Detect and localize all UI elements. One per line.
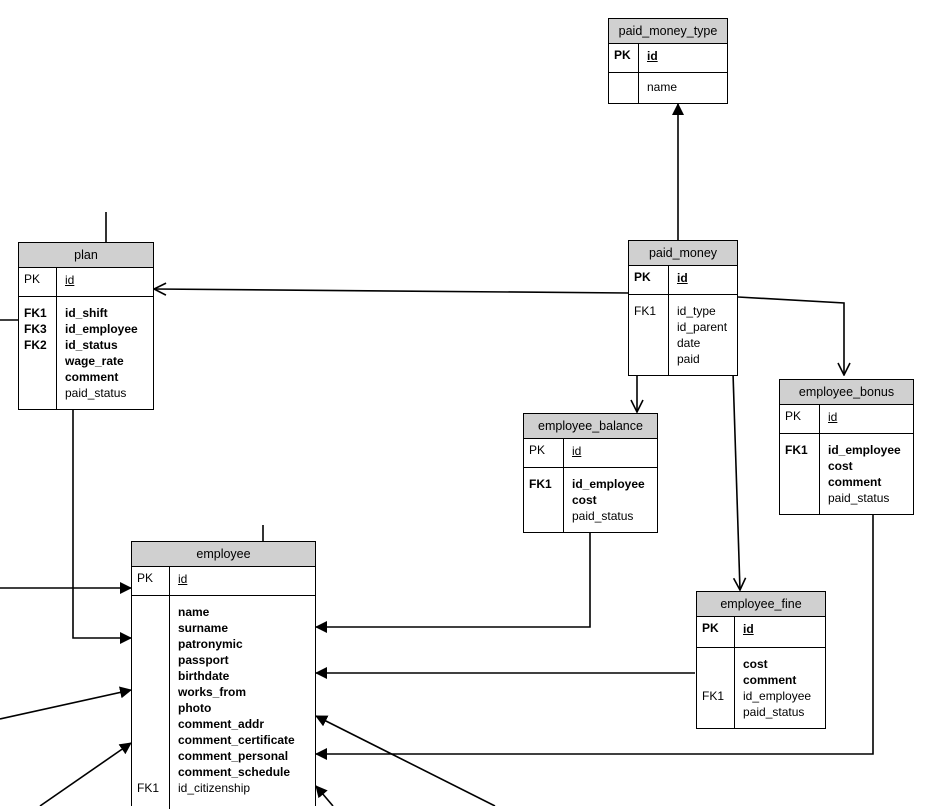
pk-label: PK bbox=[629, 266, 669, 294]
field-id-employee: id_employee bbox=[743, 689, 812, 703]
field-patronymic: patronymic bbox=[178, 637, 243, 651]
field-comment-certificate: comment_certificate bbox=[178, 733, 295, 747]
entity-employee-bonus[interactable]: employee_bonus PK id FK1 id_employee cos… bbox=[779, 379, 914, 515]
field-paid-status: paid_status bbox=[572, 509, 634, 523]
field-id-status: id_status bbox=[65, 338, 118, 352]
fk-label: FK1 bbox=[529, 477, 552, 491]
left-to-employee-edge-2 bbox=[39, 742, 132, 806]
entity-plan[interactable]: plan PK id FK1 FK3 FK2 id_shift id_emplo… bbox=[18, 242, 154, 410]
paid-money-to-bonus-edge bbox=[737, 296, 844, 375]
entity-title: employee_fine bbox=[697, 592, 825, 617]
right-to-employee-edge-2 bbox=[315, 785, 334, 806]
field-id-parent: id_parent bbox=[677, 320, 728, 334]
field-id-citizenship: id_citizenship bbox=[178, 781, 251, 795]
pk-label: PK bbox=[19, 268, 57, 296]
field-cost: cost bbox=[828, 459, 853, 473]
entity-paid-money-type[interactable]: paid_money_type PK id name bbox=[608, 18, 728, 104]
field-works-from: works_from bbox=[178, 685, 247, 699]
paid-money-to-fine-edge bbox=[732, 372, 740, 590]
bonus-to-employee-edge bbox=[315, 512, 874, 760]
field-comment-personal: comment_personal bbox=[178, 749, 289, 763]
fk-label: FK1 bbox=[24, 306, 47, 320]
pk-field: id bbox=[178, 572, 188, 586]
field-date: date bbox=[677, 336, 701, 350]
left-to-employee-edge-1 bbox=[0, 686, 132, 720]
field-id-employee: id_employee bbox=[65, 322, 138, 336]
fk-label: FK1 bbox=[785, 443, 808, 457]
fk-label: FK1 bbox=[137, 781, 160, 795]
fk-label: FK1 bbox=[702, 689, 725, 703]
field-paid-status: paid_status bbox=[65, 386, 127, 400]
fk-label: FK1 bbox=[634, 304, 657, 318]
entity-title: employee_bonus bbox=[780, 380, 913, 405]
field-name: name bbox=[178, 605, 210, 619]
field-comment-addr: comment_addr bbox=[178, 717, 265, 731]
field-comment: comment bbox=[65, 370, 119, 384]
pk-label: PK bbox=[132, 567, 170, 595]
pk-field: id bbox=[65, 273, 75, 287]
entity-title: paid_money_type bbox=[609, 19, 727, 44]
entity-title: employee_balance bbox=[524, 414, 657, 439]
field-wage-rate: wage_rate bbox=[65, 354, 124, 368]
entity-title: employee bbox=[132, 542, 315, 567]
field-birthdate: birthdate bbox=[178, 669, 230, 683]
field-surname: surname bbox=[178, 621, 229, 635]
field-comment-schedule: comment_schedule bbox=[178, 765, 291, 779]
pk-field: id bbox=[743, 622, 754, 636]
pk-field: id bbox=[677, 271, 688, 285]
balance-to-employee-edge bbox=[315, 531, 591, 633]
field-cost: cost bbox=[572, 493, 597, 507]
entity-paid-money[interactable]: paid_money PK id FK1 id_type id_parent d… bbox=[628, 240, 738, 376]
fk-label: FK3 bbox=[24, 322, 47, 336]
pk-label: PK bbox=[697, 617, 735, 647]
entity-employee-fine[interactable]: employee_fine PK id FK1 cost comment id_… bbox=[696, 591, 826, 729]
field-comment: comment bbox=[828, 475, 882, 489]
entity-employee-balance[interactable]: employee_balance PK id FK1 id_employee c… bbox=[523, 413, 658, 533]
entity-title: plan bbox=[19, 243, 153, 268]
fk-label: FK2 bbox=[24, 338, 47, 352]
field-name: name bbox=[647, 80, 678, 94]
field-comment: comment bbox=[743, 673, 797, 687]
right-to-employee-edge-1 bbox=[315, 715, 496, 806]
field-id-employee: id_employee bbox=[572, 477, 645, 491]
pk-label: PK bbox=[609, 44, 639, 72]
pk-label: PK bbox=[524, 439, 564, 467]
field-passport: passport bbox=[178, 653, 229, 667]
entity-employee[interactable]: employee PK id FK1 name surname patronym… bbox=[131, 541, 316, 809]
field-id-shift: id_shift bbox=[65, 306, 108, 320]
pk-field: id bbox=[572, 444, 582, 458]
pk-field: id bbox=[828, 410, 838, 424]
field-photo: photo bbox=[178, 701, 212, 715]
field-paid-status: paid_status bbox=[743, 705, 805, 719]
paid-money-to-plan-edge bbox=[154, 289, 629, 293]
entity-title: paid_money bbox=[629, 241, 737, 266]
field-id-type: id_type bbox=[677, 304, 716, 318]
field-paid-status: paid_status bbox=[828, 491, 890, 505]
field-cost: cost bbox=[743, 657, 768, 671]
field-id-employee: id_employee bbox=[828, 443, 901, 457]
plan-to-employee-edge bbox=[72, 408, 132, 644]
field-paid: paid bbox=[677, 352, 700, 366]
pk-field: id bbox=[647, 49, 658, 63]
pk-label: PK bbox=[780, 405, 820, 433]
